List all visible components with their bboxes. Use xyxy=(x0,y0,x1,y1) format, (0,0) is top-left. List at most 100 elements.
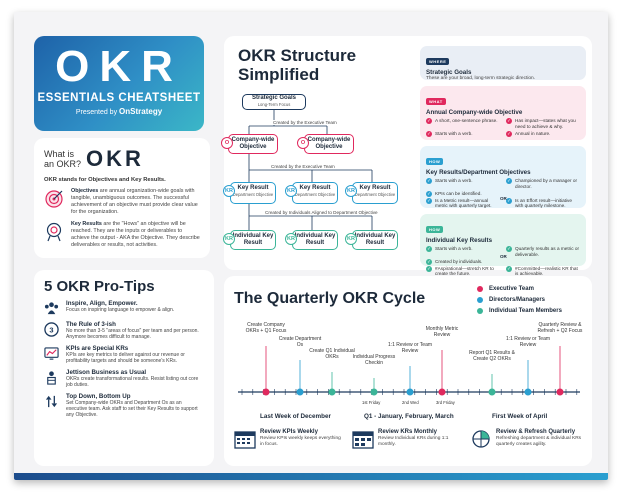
tip-item: Inspire, Align, Empower.Focus on inspiri… xyxy=(44,300,204,316)
event-marker xyxy=(296,388,304,396)
how-kr-item: ✓Championed by a manager or director. xyxy=(506,178,578,189)
created-individuals-label: Created by Individuals Aligned to Depart… xyxy=(264,210,379,215)
check-icon: ✓ xyxy=(426,258,432,265)
event-marker xyxy=(406,388,414,396)
what-item: ✓Has impact—states what you need to achi… xyxy=(506,118,576,129)
key-result-node-3: KR Key Result Department Objective xyxy=(345,182,398,204)
what-is-okr-card: What is an OKR? OKR OKR stands for Objec… xyxy=(34,138,210,258)
legend-dot xyxy=(477,297,483,303)
event-label: Monthly Metric Review xyxy=(425,326,459,338)
event-label: 1:1 Review or Team Review xyxy=(387,342,433,354)
event-marker xyxy=(524,388,532,396)
kr-badge: KR xyxy=(345,233,357,245)
check-icon: ✓ xyxy=(426,246,432,252)
legend-item: Directors/Managers xyxy=(477,297,562,303)
event-label: Create Department Os xyxy=(278,336,322,348)
event-marker xyxy=(370,388,378,396)
key-results-term: Key Results xyxy=(71,221,102,227)
week-label: 2nd Wed xyxy=(402,400,419,405)
check-icon: ✓ xyxy=(426,130,432,137)
event-label: 1:1 Review or Team Review xyxy=(505,336,551,348)
or-label: OR xyxy=(500,196,507,201)
event-marker xyxy=(328,388,336,396)
brand-logo: OnStrategy xyxy=(119,107,163,116)
check-icon: ✓ xyxy=(506,130,512,137)
objective-badge: O xyxy=(297,137,309,149)
number-three-icon: 3 xyxy=(44,322,59,337)
timeline xyxy=(238,346,580,396)
check-icon: ✓ xyxy=(426,118,432,124)
how-kr-item: ✓KPIs can be identified. xyxy=(426,190,482,197)
event-marker xyxy=(262,388,270,396)
person-box-icon xyxy=(47,371,56,385)
created-exec-label-2: Created by the Executive Team xyxy=(270,164,336,169)
team-icon xyxy=(44,302,59,315)
objectives-term: Objectives xyxy=(71,188,99,194)
legend-item: Individual Team Members xyxy=(477,308,562,314)
event-label: Report Q1 Results & Create Q2 OKRs xyxy=(469,350,515,362)
quarterly-cycle-card: The Quarterly OKR Cycle Executive Team D… xyxy=(224,276,592,466)
event-label: Create Company OKRs + Q1 Focus xyxy=(245,322,287,334)
check-icon: ✓ xyxy=(426,197,432,204)
title-okr: OKR xyxy=(55,42,183,91)
created-exec-label: Created by the Executive Team xyxy=(272,120,338,125)
structure-connectors xyxy=(248,108,373,230)
quarter-pie-icon xyxy=(472,430,490,448)
legend-dot xyxy=(477,308,483,314)
target-stand-icon xyxy=(46,222,62,242)
check-icon: ✓ xyxy=(506,178,512,184)
role-legend: Executive Team Directors/Managers Indivi… xyxy=(477,286,562,319)
week-label: 3rd Friday xyxy=(436,400,455,405)
where-body: These are your broad, long-term strategi… xyxy=(426,76,536,81)
period-label: Last Week of December xyxy=(260,413,331,420)
kr-badge: KR xyxy=(223,233,235,245)
company-objective-node-2: O Company-wide Objective xyxy=(297,134,354,154)
calendar-month-icon xyxy=(352,431,374,449)
how-individual-item: ✓Created by individuals. xyxy=(426,258,483,265)
how-individual-item: ✓Quarterly results as a metric or delive… xyxy=(506,246,580,257)
kr-badge: KR xyxy=(285,233,297,245)
legend-item: Executive Team xyxy=(477,286,562,292)
event-marker xyxy=(438,388,446,396)
stands-for-text: OKR stands for Objectives and Key Result… xyxy=(44,177,166,183)
title-banner: OKR ESSENTIALS CHEATSHEET Presented by O… xyxy=(34,36,204,131)
individual-kr-node-3: KR Individual Key Result xyxy=(345,230,398,250)
target-arrow-icon xyxy=(45,190,63,208)
key-result-node-1: KR Key Result Department Objective xyxy=(223,182,276,204)
what-question: What is an OKR? xyxy=(44,149,82,169)
objective-badge: O xyxy=(221,137,233,149)
event-label: Create Q1 Individual OKRs xyxy=(309,348,355,360)
how-kr-item: ✓Is an Effort result—initiative with qua… xyxy=(506,197,572,209)
quarterly-title: The Quarterly OKR Cycle xyxy=(234,290,426,307)
how-kr-item: ✓Starts with a verb. xyxy=(426,178,473,184)
check-icon: ✓ xyxy=(426,178,432,184)
what-heading: OKR xyxy=(86,146,144,171)
tips-title: 5 OKR Pro-Tips xyxy=(44,278,155,295)
event-label: Quarterly Review & Refresh + Q2 Focus xyxy=(537,322,583,334)
what-title: Annual Company-wide Objective xyxy=(426,109,523,116)
event-label: Individual Progress Checkin xyxy=(352,354,396,366)
svg-text:3: 3 xyxy=(49,325,53,334)
what-panel: WHAT Annual Company-wide Objective ✓A sh… xyxy=(420,86,586,140)
presented-by: Presented by OnStrategy xyxy=(75,107,163,116)
strategic-goals-node: Strategic Goals Long-Term Focus xyxy=(242,94,306,110)
company-objective-node-1: O Company-wide Objective xyxy=(221,134,278,154)
objectives-definition: are annual organization-wide goals with … xyxy=(71,188,198,215)
check-icon: ✓ xyxy=(506,246,512,252)
how-tag: HOW xyxy=(426,158,444,165)
key-results-definition: are the "Hows" an objective will be reac… xyxy=(71,221,200,248)
how-individual-item: ✓#Committed—realistic KR that is achieva… xyxy=(506,265,578,277)
check-icon: ✓ xyxy=(426,265,432,272)
check-icon: ✓ xyxy=(506,197,512,204)
event-marker xyxy=(556,388,564,396)
individual-kr-node-1: KR Individual Key Result xyxy=(223,230,276,250)
how-kr-title: Key Results/Department Objectives xyxy=(426,169,531,176)
what-item: ✓Annual in nature. xyxy=(506,130,551,137)
how-individual-item: ✓#Aspirational—stretch KR to create the … xyxy=(426,265,494,277)
individual-kr-node-2: KR Individual Key Result xyxy=(285,230,338,250)
what-item: ✓A short, one-sentence phrase. xyxy=(426,118,498,124)
